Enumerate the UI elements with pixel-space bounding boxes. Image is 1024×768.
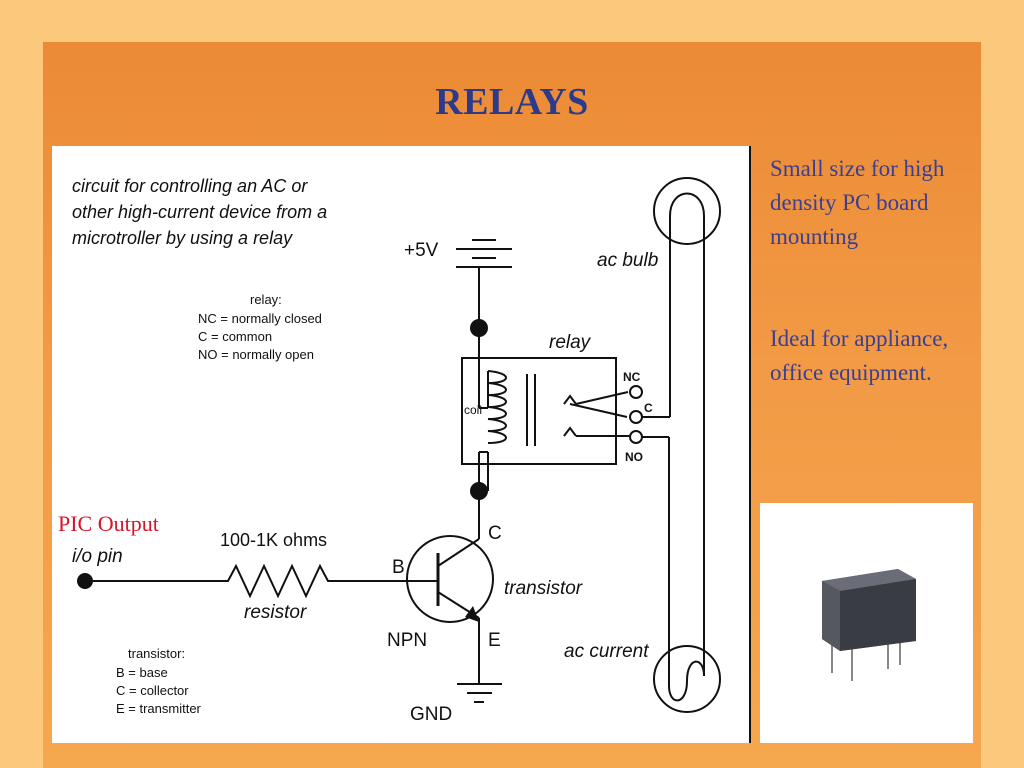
relay-component-icon — [822, 569, 916, 681]
junction-dot-top — [470, 319, 488, 337]
resistor-icon — [85, 563, 438, 599]
io-pin-label: i/o pin — [72, 546, 123, 567]
emitter-arrow-icon — [465, 606, 479, 622]
relay-legend-c: C = common — [198, 329, 272, 344]
resistor-value-label: 100-1K ohms — [220, 530, 327, 550]
coil-icon — [487, 370, 536, 446]
slide-title: RELAYS — [435, 81, 589, 123]
ac-current-label: ac current — [564, 641, 649, 662]
transistor-legend-e: E = transmitter — [116, 701, 202, 716]
ground-label: GND — [410, 704, 452, 725]
nc-terminal-icon — [629, 385, 643, 399]
circuit-svg: circuit for controlling an AC or other h… — [72, 176, 721, 725]
caption-line-1: circuit for controlling an AC or — [72, 176, 308, 196]
relay-legend-title: relay: — [250, 292, 282, 307]
npn-label: NPN — [387, 630, 427, 651]
supply-battery-icon — [456, 239, 512, 268]
relay-circuit-diagram: circuit for controlling an AC or other h… — [52, 146, 749, 743]
relay-legend-no: NO = normally open — [198, 347, 314, 362]
supply-wire — [478, 267, 489, 536]
no-label: NO — [625, 450, 643, 464]
c-terminal-icon — [629, 410, 643, 424]
bullet-small-size: Small size for high density PC board mou… — [770, 156, 945, 249]
transistor-legend-title: transistor: — [128, 646, 185, 661]
transistor-leads — [436, 536, 480, 684]
caption-line-3: microtroller by using a relay — [72, 228, 293, 248]
ac-bulb-label: ac bulb — [597, 250, 658, 271]
bullet-ideal-for: Ideal for appliance, office equipment. — [770, 326, 949, 385]
c-label: C — [644, 401, 653, 415]
ground-icon — [457, 683, 502, 703]
relay-legend-nc: NC = normally closed — [198, 311, 322, 326]
transistor-legend-b: B = base — [116, 665, 168, 680]
transistor-icon — [406, 535, 494, 623]
nc-label: NC — [623, 370, 641, 384]
no-terminal-icon — [629, 430, 643, 444]
ac-loop-wire — [642, 242, 705, 648]
relay-label: relay — [549, 332, 592, 353]
caption-line-2: other high-current device from a — [72, 202, 327, 222]
relay-photo — [760, 503, 973, 743]
relay-box — [461, 357, 617, 465]
junction-dot-bottom — [470, 482, 488, 500]
sine-wave-icon — [668, 648, 705, 702]
emitter-label: E — [488, 630, 501, 651]
coil-label: coil — [464, 403, 482, 417]
transistor-label: transistor — [504, 578, 583, 599]
base-label: B — [392, 557, 405, 578]
bulb-filament-icon — [669, 192, 705, 242]
supply-label: +5V — [404, 240, 439, 261]
collector-label: C — [488, 523, 502, 544]
diagram-divider — [749, 146, 751, 743]
ac-bulb-icon — [653, 177, 721, 245]
pic-output-label: PIC Output — [58, 511, 159, 536]
transistor-legend-c: C = collector — [116, 683, 189, 698]
switch-contacts-icon — [563, 391, 629, 437]
resistor-label: resistor — [244, 602, 307, 623]
